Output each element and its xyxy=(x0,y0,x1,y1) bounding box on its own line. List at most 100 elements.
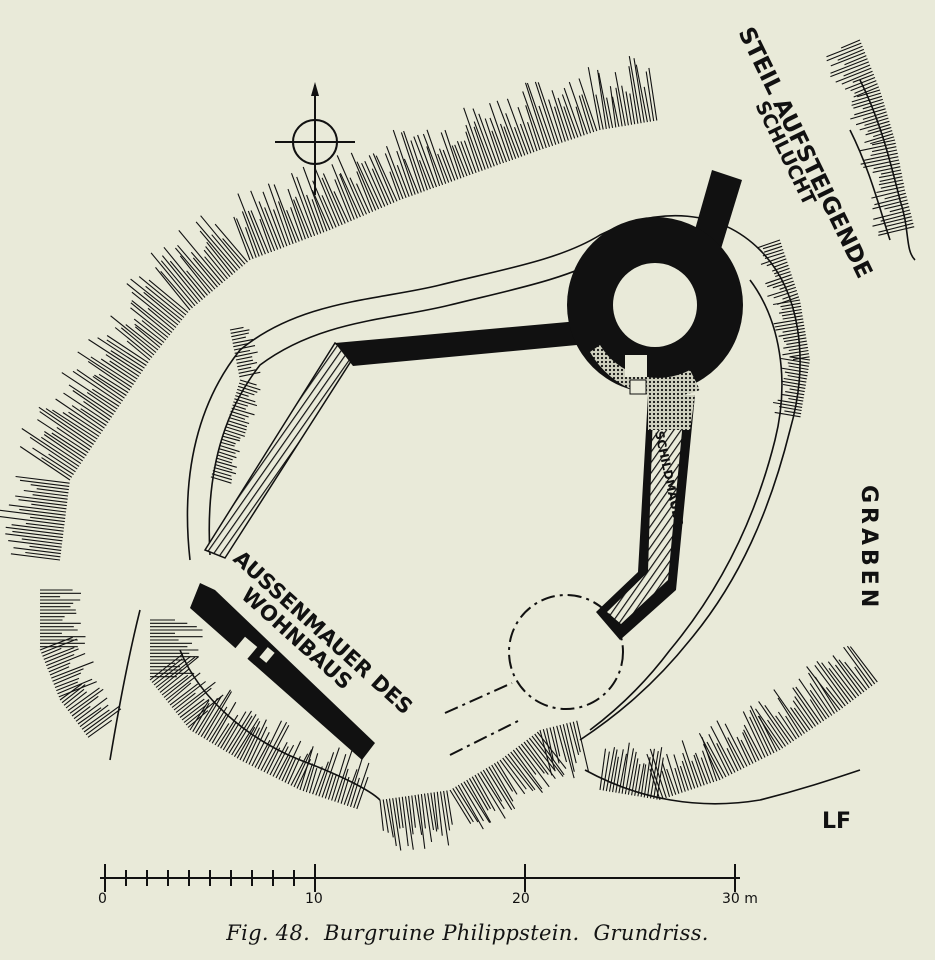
hachure-stroke xyxy=(296,176,319,235)
hachure-stroke xyxy=(781,380,806,386)
hachure-stroke xyxy=(231,714,257,756)
hachure-stroke xyxy=(311,189,331,231)
hachure-stroke xyxy=(774,321,804,328)
hachure-stroke xyxy=(506,98,529,155)
hachure-stroke xyxy=(440,132,459,180)
hachure-stroke xyxy=(884,219,913,228)
hachure-stroke xyxy=(12,530,63,539)
hachure-stroke xyxy=(224,429,245,437)
hachure-stroke xyxy=(43,646,75,660)
hachure-stroke xyxy=(763,245,783,253)
hachure-stroke xyxy=(385,799,394,838)
hachure-stroke xyxy=(426,146,441,187)
hachure-stroke xyxy=(75,697,108,722)
hachure-stroke xyxy=(460,783,484,822)
scale-label-20: 20 xyxy=(512,891,530,907)
hachure-stroke xyxy=(275,744,295,779)
hachure-stroke xyxy=(782,327,805,333)
hachure-stroke xyxy=(780,367,808,374)
hachure-stroke xyxy=(443,790,451,831)
hachure-stroke xyxy=(331,164,355,220)
hachure-stroke xyxy=(879,176,903,182)
hachure-stroke xyxy=(77,351,133,388)
hachure-stroke xyxy=(48,453,76,473)
hachure-stroke xyxy=(141,320,167,341)
hachure-stroke xyxy=(631,758,639,796)
hachure-stroke xyxy=(63,688,85,706)
hachure-stroke xyxy=(30,516,65,523)
hachure-stroke xyxy=(299,746,314,791)
hachure-stroke xyxy=(248,726,268,765)
hachure-stroke xyxy=(272,209,288,247)
hachure-stroke xyxy=(37,419,89,454)
hachure-stroke xyxy=(627,751,637,795)
hachure-stroke xyxy=(65,691,88,709)
hachure-stroke xyxy=(161,255,201,303)
hachure-stroke xyxy=(214,463,233,471)
hachure-stroke xyxy=(844,76,876,90)
hachure-stroke xyxy=(489,117,508,163)
hachure-stroke xyxy=(880,182,904,189)
hachure-stroke xyxy=(779,406,802,412)
hachure-stroke xyxy=(710,725,736,773)
hachure-stroke xyxy=(336,155,365,216)
hachure-stroke xyxy=(871,139,896,146)
hachure-stroke xyxy=(749,716,769,757)
hachure-stroke xyxy=(219,448,236,454)
hachure-stroke xyxy=(576,720,590,773)
hachure-stroke xyxy=(773,318,804,325)
hachure-stroke xyxy=(548,99,563,143)
hachure-stroke xyxy=(427,793,435,831)
hachure-stroke xyxy=(640,764,647,797)
hachure-stroke xyxy=(222,438,236,445)
hachure-stroke xyxy=(120,327,155,356)
hachure-stroke xyxy=(83,705,121,733)
hachure-stroke xyxy=(157,656,200,691)
hachure-stroke xyxy=(287,756,301,785)
hachure-stroke xyxy=(661,762,674,796)
hachure-stroke xyxy=(463,107,486,170)
hachure-stroke xyxy=(238,382,261,391)
hachure-stroke xyxy=(773,401,803,408)
hachure-stroke xyxy=(773,689,805,734)
hachure-stroke xyxy=(241,211,260,257)
hachure-stroke xyxy=(361,162,383,209)
hachure-stroke xyxy=(765,274,792,285)
hachure-stroke xyxy=(334,750,353,802)
hachure-stroke xyxy=(290,173,316,236)
hachure-stroke xyxy=(491,130,505,164)
hachure-stroke xyxy=(809,699,825,722)
hachure-stroke xyxy=(0,515,65,526)
hachure-stroke xyxy=(388,798,397,847)
hachure-stroke xyxy=(691,760,702,787)
hachure-stroke xyxy=(788,365,809,371)
hachure-stroke xyxy=(880,212,911,222)
hachure-stroke xyxy=(456,141,471,176)
hachure-stroke xyxy=(878,222,914,233)
hachure-stroke xyxy=(62,412,100,437)
hachure-stroke xyxy=(372,153,395,203)
hachure-stroke xyxy=(44,431,85,459)
hachure-stroke xyxy=(159,668,190,693)
hachure-stroke xyxy=(534,81,557,145)
hachure-stroke xyxy=(762,242,782,250)
hachure-stroke xyxy=(449,789,472,824)
hachure-stroke xyxy=(195,221,238,271)
hachure-stroke xyxy=(489,103,511,162)
hachure-stroke xyxy=(239,721,261,761)
hachure-stroke xyxy=(837,48,865,61)
hachure-stroke xyxy=(197,696,222,736)
hachure-stroke xyxy=(499,123,514,160)
hachure-stroke xyxy=(131,300,173,333)
hachure-stroke xyxy=(578,78,598,132)
hachure-stroke xyxy=(775,271,791,278)
hachure-stroke xyxy=(465,131,480,172)
hachure-stroke xyxy=(46,653,75,667)
hachure-stroke xyxy=(757,715,781,751)
hachure-stroke xyxy=(19,508,66,516)
hachure-stroke xyxy=(830,51,866,67)
hachure-stroke xyxy=(258,201,279,250)
hachure-stroke xyxy=(772,264,789,272)
hachure-stroke xyxy=(39,411,93,448)
hachure-stroke xyxy=(757,239,781,249)
